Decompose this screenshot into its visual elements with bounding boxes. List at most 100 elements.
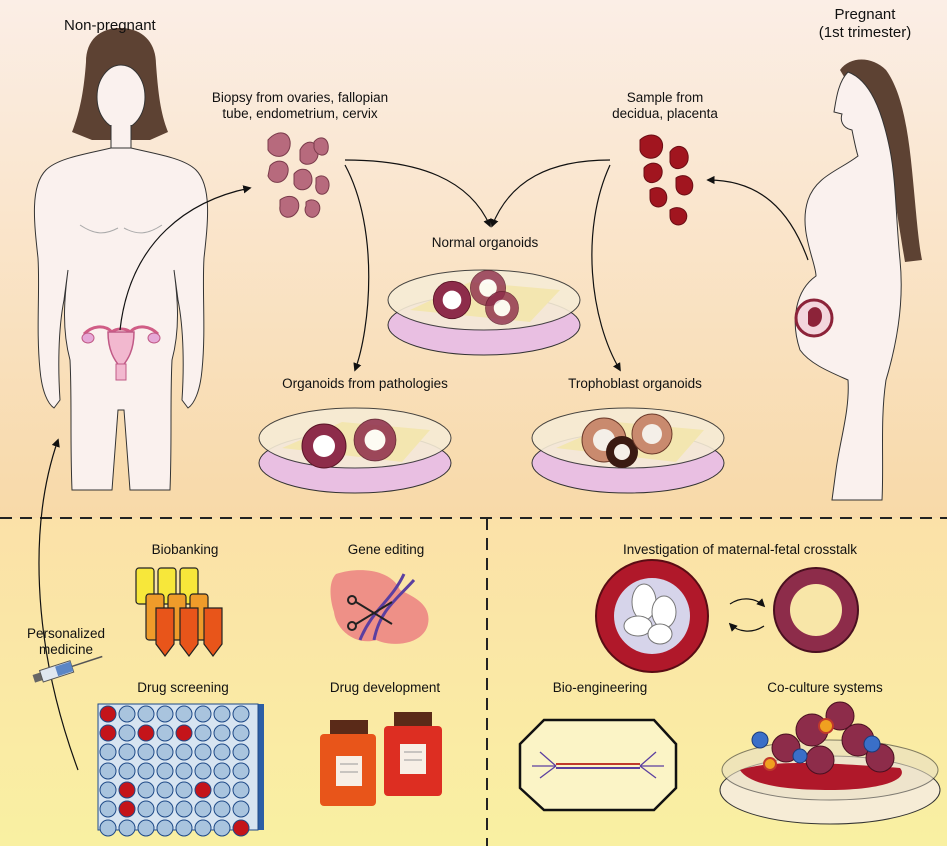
decidua-tissue-pieces (639, 134, 694, 226)
well (156, 781, 174, 799)
well-hit (118, 800, 136, 818)
label-biobanking: Biobanking (151, 542, 219, 557)
well (213, 743, 231, 761)
well (213, 800, 231, 818)
arrow-sample-to-trophoblast (591, 164, 621, 372)
well (137, 705, 155, 723)
label-bioengineering: Bio-engineering (552, 680, 648, 695)
well (99, 819, 117, 837)
well-hit (194, 781, 212, 799)
well (156, 743, 174, 761)
well (213, 724, 231, 742)
well (99, 743, 117, 761)
drug-screening-well-plate (97, 703, 264, 837)
well (194, 743, 212, 761)
well (175, 819, 193, 837)
well (137, 743, 155, 761)
label-non-pregnant: Non-pregnant (64, 17, 156, 34)
label-drug-development: Drug development (329, 680, 441, 695)
drug-bottles-icon (320, 712, 442, 806)
well (156, 819, 174, 837)
well (213, 705, 231, 723)
well (156, 705, 174, 723)
well (175, 705, 193, 723)
well-hit (99, 705, 117, 723)
label-sample-line1: Sample from (626, 90, 704, 105)
arrow-personalized-medicine (38, 438, 79, 771)
label-biopsy-line1: Biopsy from ovaries, fallopian (211, 90, 389, 105)
well (232, 705, 250, 723)
well (137, 781, 155, 799)
well (156, 724, 174, 742)
well (194, 705, 212, 723)
well (194, 800, 212, 818)
label-pathology-organoids: Organoids from pathologies (282, 376, 448, 391)
well-hit (99, 724, 117, 742)
well (213, 781, 231, 799)
pregnant-woman-figure (794, 59, 922, 501)
arrow-body-to-biopsy (119, 185, 252, 331)
well-hit (118, 781, 136, 799)
well (156, 762, 174, 780)
label-trophoblast-organoids: Trophoblast organoids (568, 376, 702, 391)
label-gene-editing: Gene editing (347, 542, 425, 557)
well (175, 743, 193, 761)
well (118, 819, 136, 837)
arrow-biopsy-to-normal (344, 159, 492, 228)
well (194, 819, 212, 837)
well (232, 724, 250, 742)
label-pregnant: Pregnant (1st trimester) (800, 6, 930, 42)
well (232, 762, 250, 780)
crosstalk-organoids-icon (595, 559, 859, 673)
label-sample: Sample from decidua, placenta (600, 90, 730, 122)
arrow-biopsy-to-pathology (344, 164, 370, 372)
well (156, 800, 174, 818)
arrow-sample-to-normal (490, 159, 611, 228)
biopsy-tissue-pieces (267, 132, 330, 218)
well (137, 800, 155, 818)
well (99, 800, 117, 818)
gene-editing-icon (330, 570, 429, 644)
arrow-pregnant-to-sample (706, 175, 809, 261)
well (175, 762, 193, 780)
bioengineering-chip-icon (518, 718, 678, 812)
label-pregnant-line2: (1st trimester) (818, 24, 912, 41)
well (213, 819, 231, 837)
well (99, 781, 117, 799)
well-hit (232, 819, 250, 837)
label-drug-screening: Drug screening (137, 680, 229, 695)
well (213, 762, 231, 780)
label-coculture: Co-culture systems (767, 680, 883, 695)
well (137, 819, 155, 837)
well (194, 762, 212, 780)
uterus-icon (81, 325, 161, 381)
pathology-organoids-dish (258, 407, 452, 494)
label-normal-organoids: Normal organoids (431, 235, 539, 250)
well (118, 762, 136, 780)
plate-wells (99, 705, 250, 837)
well (175, 800, 193, 818)
well-hit (175, 724, 193, 742)
well (118, 743, 136, 761)
well (194, 724, 212, 742)
label-pregnant-line1: Pregnant (834, 6, 896, 23)
well (232, 800, 250, 818)
trophoblast-organoids-dish (531, 407, 725, 494)
normal-organoids-dish (387, 269, 581, 356)
coculture-dish-icon (719, 701, 941, 825)
label-personalized-line2: medicine (38, 642, 94, 657)
label-sample-line2: decidua, placenta (612, 106, 718, 121)
well (118, 724, 136, 742)
well (175, 781, 193, 799)
label-personalized-medicine: Personalized medicine (14, 626, 118, 658)
well (137, 762, 155, 780)
well (232, 743, 250, 761)
well (99, 762, 117, 780)
well (118, 705, 136, 723)
label-personalized-line1: Personalized (26, 626, 106, 641)
label-crosstalk: Investigation of maternal-fetal crosstal… (622, 542, 858, 557)
label-biopsy-line2: tube, endometrium, cervix (222, 106, 378, 121)
well-hit (137, 724, 155, 742)
label-biopsy: Biopsy from ovaries, fallopian tube, end… (190, 90, 410, 122)
